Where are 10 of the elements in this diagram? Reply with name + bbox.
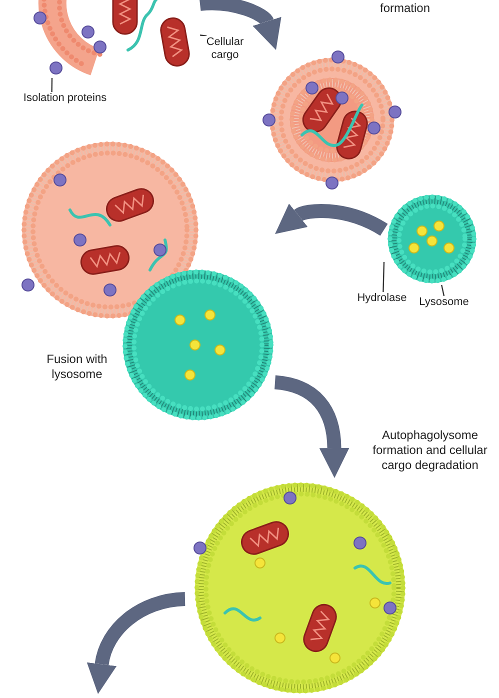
curved-arrow	[200, 0, 283, 47]
curved-arrow	[272, 202, 388, 236]
leader-line	[382, 262, 385, 292]
step-caption: Autophagolysome formation and cellular cargo degradation	[372, 428, 488, 473]
step-caption: Fusion with lysosome	[46, 352, 108, 382]
step-caption: formation	[378, 1, 432, 16]
curved-arrow	[87, 592, 186, 694]
leader-line	[51, 78, 53, 92]
leader-line	[441, 284, 445, 296]
autophagosome-drawing	[262, 50, 402, 190]
